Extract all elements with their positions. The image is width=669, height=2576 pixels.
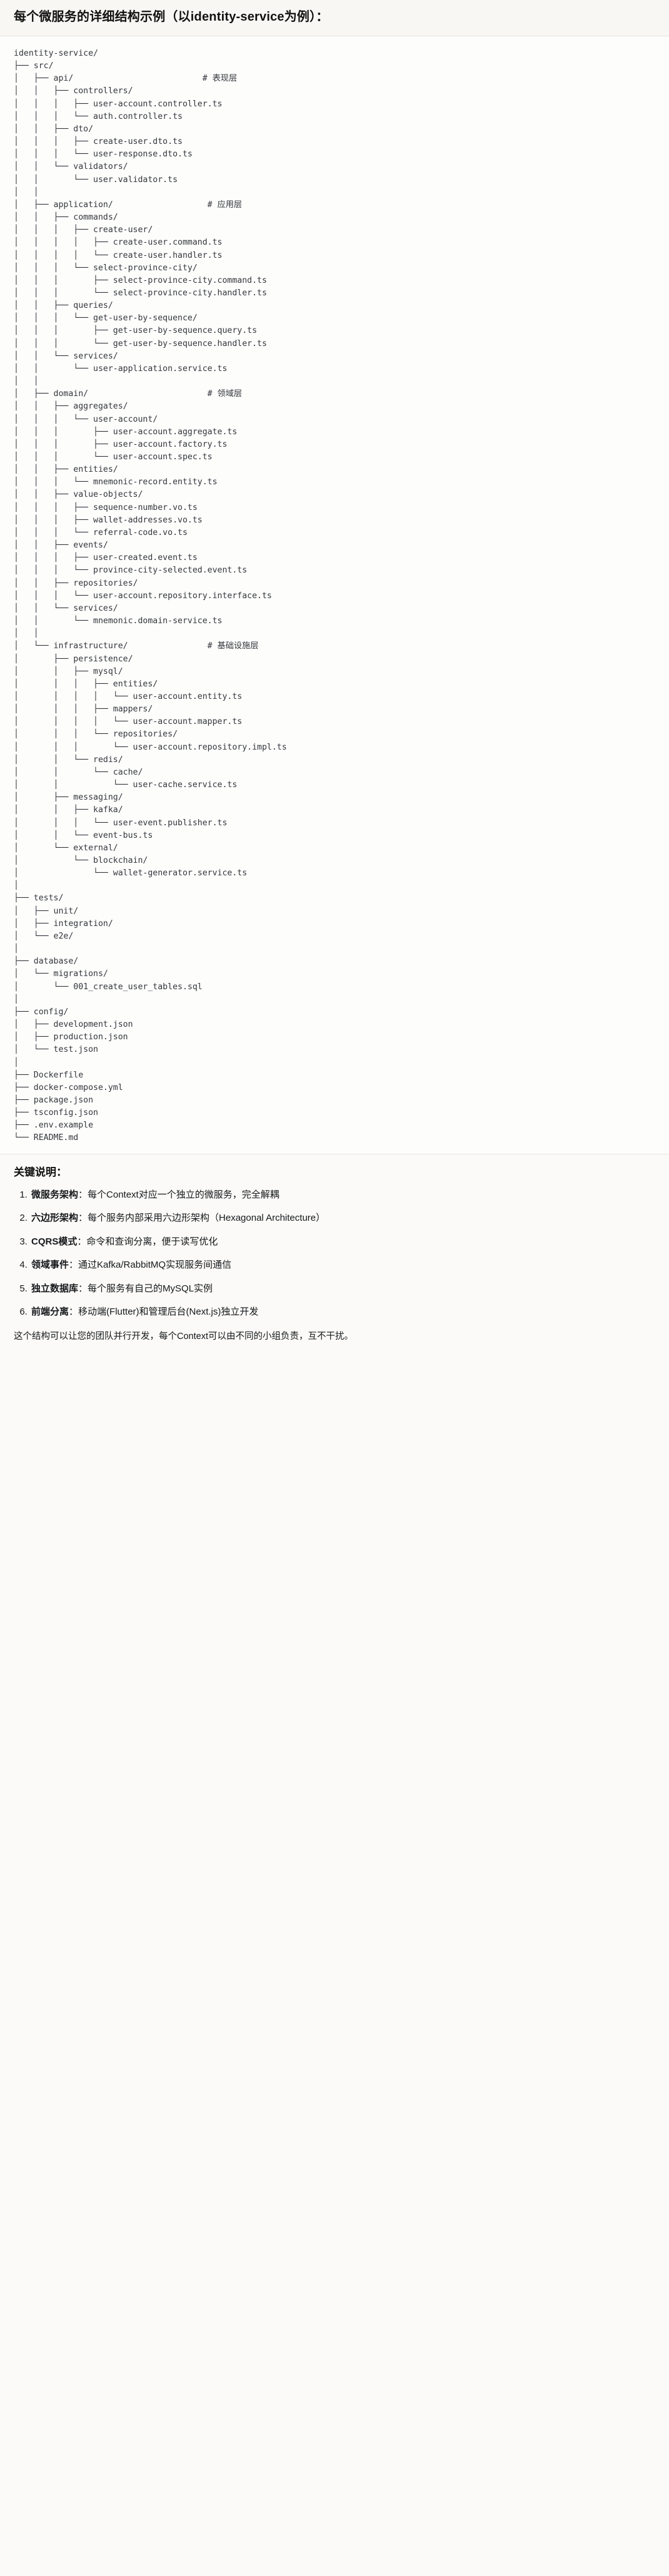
- note-description: 每个服务内部采用六边形架构（Hexagonal Architecture）: [88, 1213, 326, 1224]
- note-separator: ：: [77, 1236, 87, 1247]
- closing-paragraph: 这个结构可以让您的团队并行开发，每个Context可以由不同的小组负责，互不干扰…: [14, 1331, 353, 1341]
- note-separator: ：: [78, 1283, 88, 1294]
- page-header: 每个微服务的详细结构示例（以identity-service为例）：: [0, 0, 669, 36]
- list-item: 六边形架构：每个服务内部采用六边形架构（Hexagonal Architectu…: [30, 1211, 655, 1226]
- note-term: 六边形架构: [31, 1213, 79, 1224]
- note-description: 每个Context对应一个独立的微服务，完全解耦: [88, 1189, 279, 1200]
- list-item: 独立数据库：每个服务有自己的MySQL实例: [30, 1282, 655, 1296]
- note-separator: ：: [78, 1213, 88, 1224]
- list-item: 前端分离：移动端(Flutter)和管理后台(Next.js)独立开发: [30, 1305, 655, 1320]
- page-title: 每个微服务的详细结构示例（以identity-service为例）：: [14, 10, 329, 24]
- note-separator: ：: [78, 1189, 88, 1200]
- note-term: 领域事件: [31, 1260, 69, 1271]
- note-description: 移动端(Flutter)和管理后台(Next.js)独立开发: [78, 1306, 259, 1318]
- key-notes-list: 微服务架构：每个Context对应一个独立的微服务，完全解耦 六边形架构：每个服…: [14, 1188, 655, 1320]
- bottom-spacer: [14, 1356, 655, 1360]
- note-description: 命令和查询分离，便于读写优化: [86, 1236, 218, 1247]
- list-item: CQRS模式：命令和查询分离，便于读写优化: [30, 1235, 655, 1250]
- note-term: CQRS模式: [31, 1236, 78, 1247]
- page-root: 每个微服务的详细结构示例（以identity-service为例）： ident…: [0, 0, 669, 1366]
- note-term: 前端分离: [31, 1306, 69, 1318]
- note-term: 独立数据库: [31, 1283, 79, 1294]
- directory-tree-code: identity-service/ ├── src/ │ ├── api/ # …: [14, 49, 287, 1143]
- key-notes-heading: 关键说明：: [14, 1166, 67, 1178]
- key-notes-section: 关键说明： 微服务架构：每个Context对应一个独立的微服务，完全解耦 六边形…: [0, 1153, 669, 1367]
- note-description: 每个服务有自己的MySQL实例: [88, 1283, 213, 1294]
- list-item: 领域事件：通过Kafka/RabbitMQ实现服务间通信: [30, 1258, 655, 1273]
- list-item: 微服务架构：每个Context对应一个独立的微服务，完全解耦: [30, 1188, 655, 1203]
- directory-tree-block: identity-service/ ├── src/ │ ├── api/ # …: [0, 36, 669, 1154]
- note-description: 通过Kafka/RabbitMQ实现服务间通信: [78, 1260, 232, 1271]
- note-separator: ：: [69, 1306, 79, 1318]
- note-term: 微服务架构: [31, 1189, 79, 1200]
- note-separator: ：: [69, 1260, 79, 1271]
